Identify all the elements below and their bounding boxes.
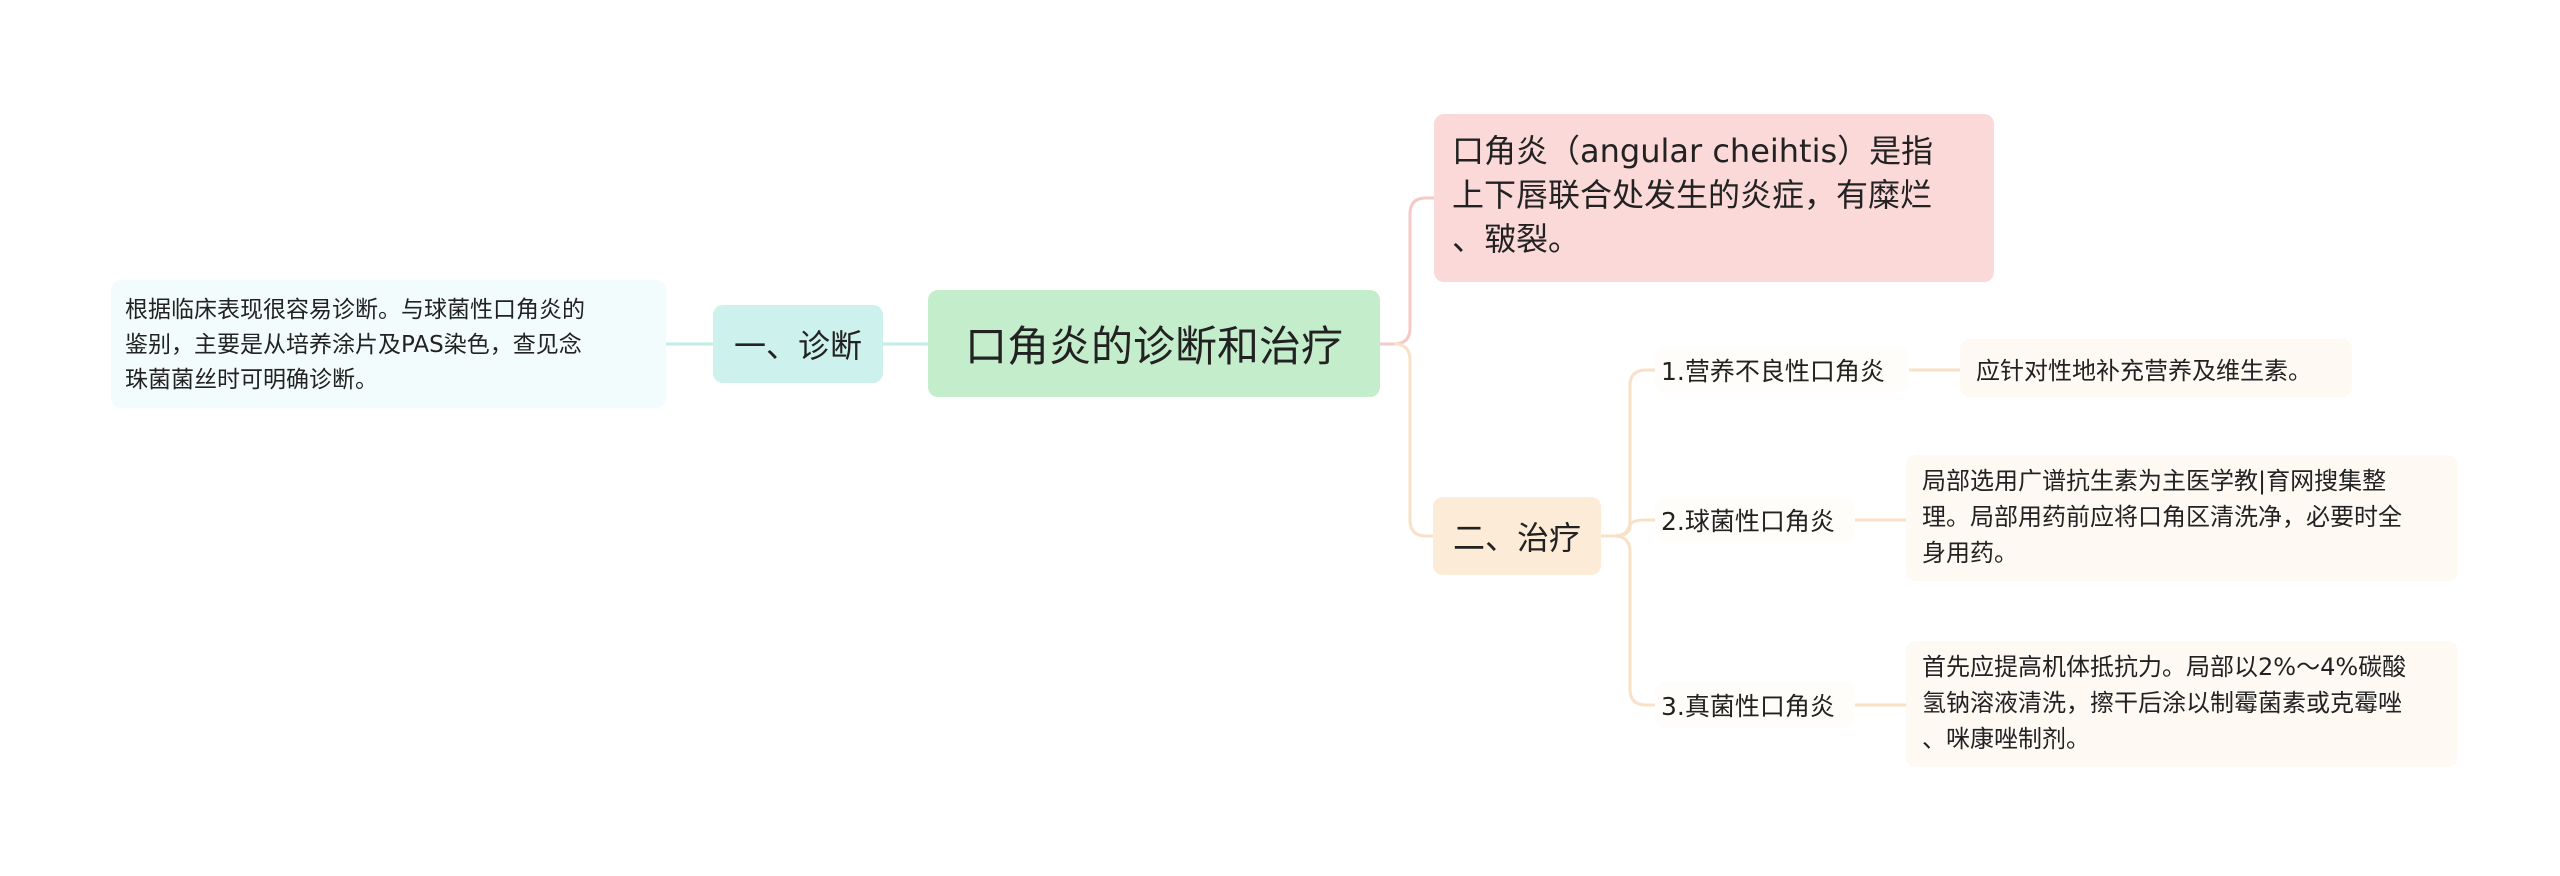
treatment-item-3-label: 3.真菌性口角炎 (1661, 692, 1835, 721)
treatment-item-3[interactable]: 3.真菌性口角炎 (1655, 682, 1855, 728)
connector-root-treatment (1393, 342, 1433, 538)
treatment-item-2[interactable]: 2.球菌性口角炎 (1655, 497, 1855, 543)
treatment-item-2-detail-line-3: 身用药。 (1922, 539, 2018, 567)
treatment-item-3-detail-line-1: 首先应提高机体抵抗力。局部以2%～4%碳酸 (1922, 653, 2407, 681)
treatment-item-1[interactable]: 1.营养不良性口角炎 (1655, 347, 1909, 393)
root-topic[interactable]: 口角炎的诊断和治疗 (928, 290, 1380, 397)
connector-treatment-item-1 (1601, 368, 1655, 538)
connector-root-definition (1380, 196, 1434, 346)
diagnosis-topic[interactable]: 一、诊断 (713, 305, 883, 383)
treatment-item-2-detail[interactable]: 局部选用广谱抗生素为主医学教|育网搜集整 理。局部用药前应将口角区清洗净，必要时… (1906, 455, 2458, 581)
treatment-item-2-label: 2.球菌性口角炎 (1661, 507, 1835, 536)
definition-line-1: 口角炎（angular cheihtis）是指 (1452, 132, 1934, 170)
diagnosis-detail[interactable]: 根据临床表现很容易诊断。与球菌性口角炎的 鉴别，主要是从培养涂片及PAS染色，查… (111, 280, 666, 408)
diagnosis-detail-line-2: 鉴别，主要是从培养涂片及PAS染色，查见念 (125, 332, 582, 358)
diagnosis-topic-label: 一、诊断 (733, 327, 862, 365)
diagnosis-detail-line-1: 根据临床表现很容易诊断。与球菌性口角炎的 (125, 297, 585, 323)
treatment-topic-label: 二、治疗 (1452, 519, 1581, 557)
diagnosis-detail-line-3: 珠菌菌丝时可明确诊断。 (125, 367, 378, 393)
treatment-item-3-detail-line-3: 、咪康唑制剂。 (1922, 725, 2090, 753)
treatment-item-1-detail-line-1: 应针对性地补充营养及维生素。 (1976, 356, 2312, 385)
treatment-item-3-detail[interactable]: 首先应提高机体抵抗力。局部以2%～4%碳酸 氢钠溶液清洗，擦干后涂以制霉菌素或克… (1906, 641, 2458, 767)
treatment-item-1-label: 1.营养不良性口角炎 (1661, 357, 1885, 386)
connector-treatment-item-3 (1613, 534, 1655, 707)
definition-topic[interactable]: 口角炎（angular cheihtis）是指 上下唇联合处发生的炎症，有糜烂 … (1434, 114, 1994, 282)
treatment-item-1-detail[interactable]: 应针对性地补充营养及维生素。 (1960, 339, 2352, 397)
treatment-item-2-detail-line-2: 理。局部用药前应将口角区清洗净，必要时全 (1922, 503, 2402, 531)
definition-line-2: 上下唇联合处发生的炎症，有糜烂 (1452, 176, 1933, 214)
treatment-topic[interactable]: 二、治疗 (1433, 497, 1601, 575)
treatment-item-2-detail-line-1: 局部选用广谱抗生素为主医学教|育网搜集整 (1922, 467, 2387, 495)
definition-line-3: 、皲裂。 (1452, 220, 1581, 258)
treatment-item-3-detail-line-2: 氢钠溶液清洗，擦干后涂以制霉菌素或克霉唑 (1922, 689, 2402, 717)
root-topic-label: 口角炎的诊断和治疗 (964, 322, 1343, 371)
